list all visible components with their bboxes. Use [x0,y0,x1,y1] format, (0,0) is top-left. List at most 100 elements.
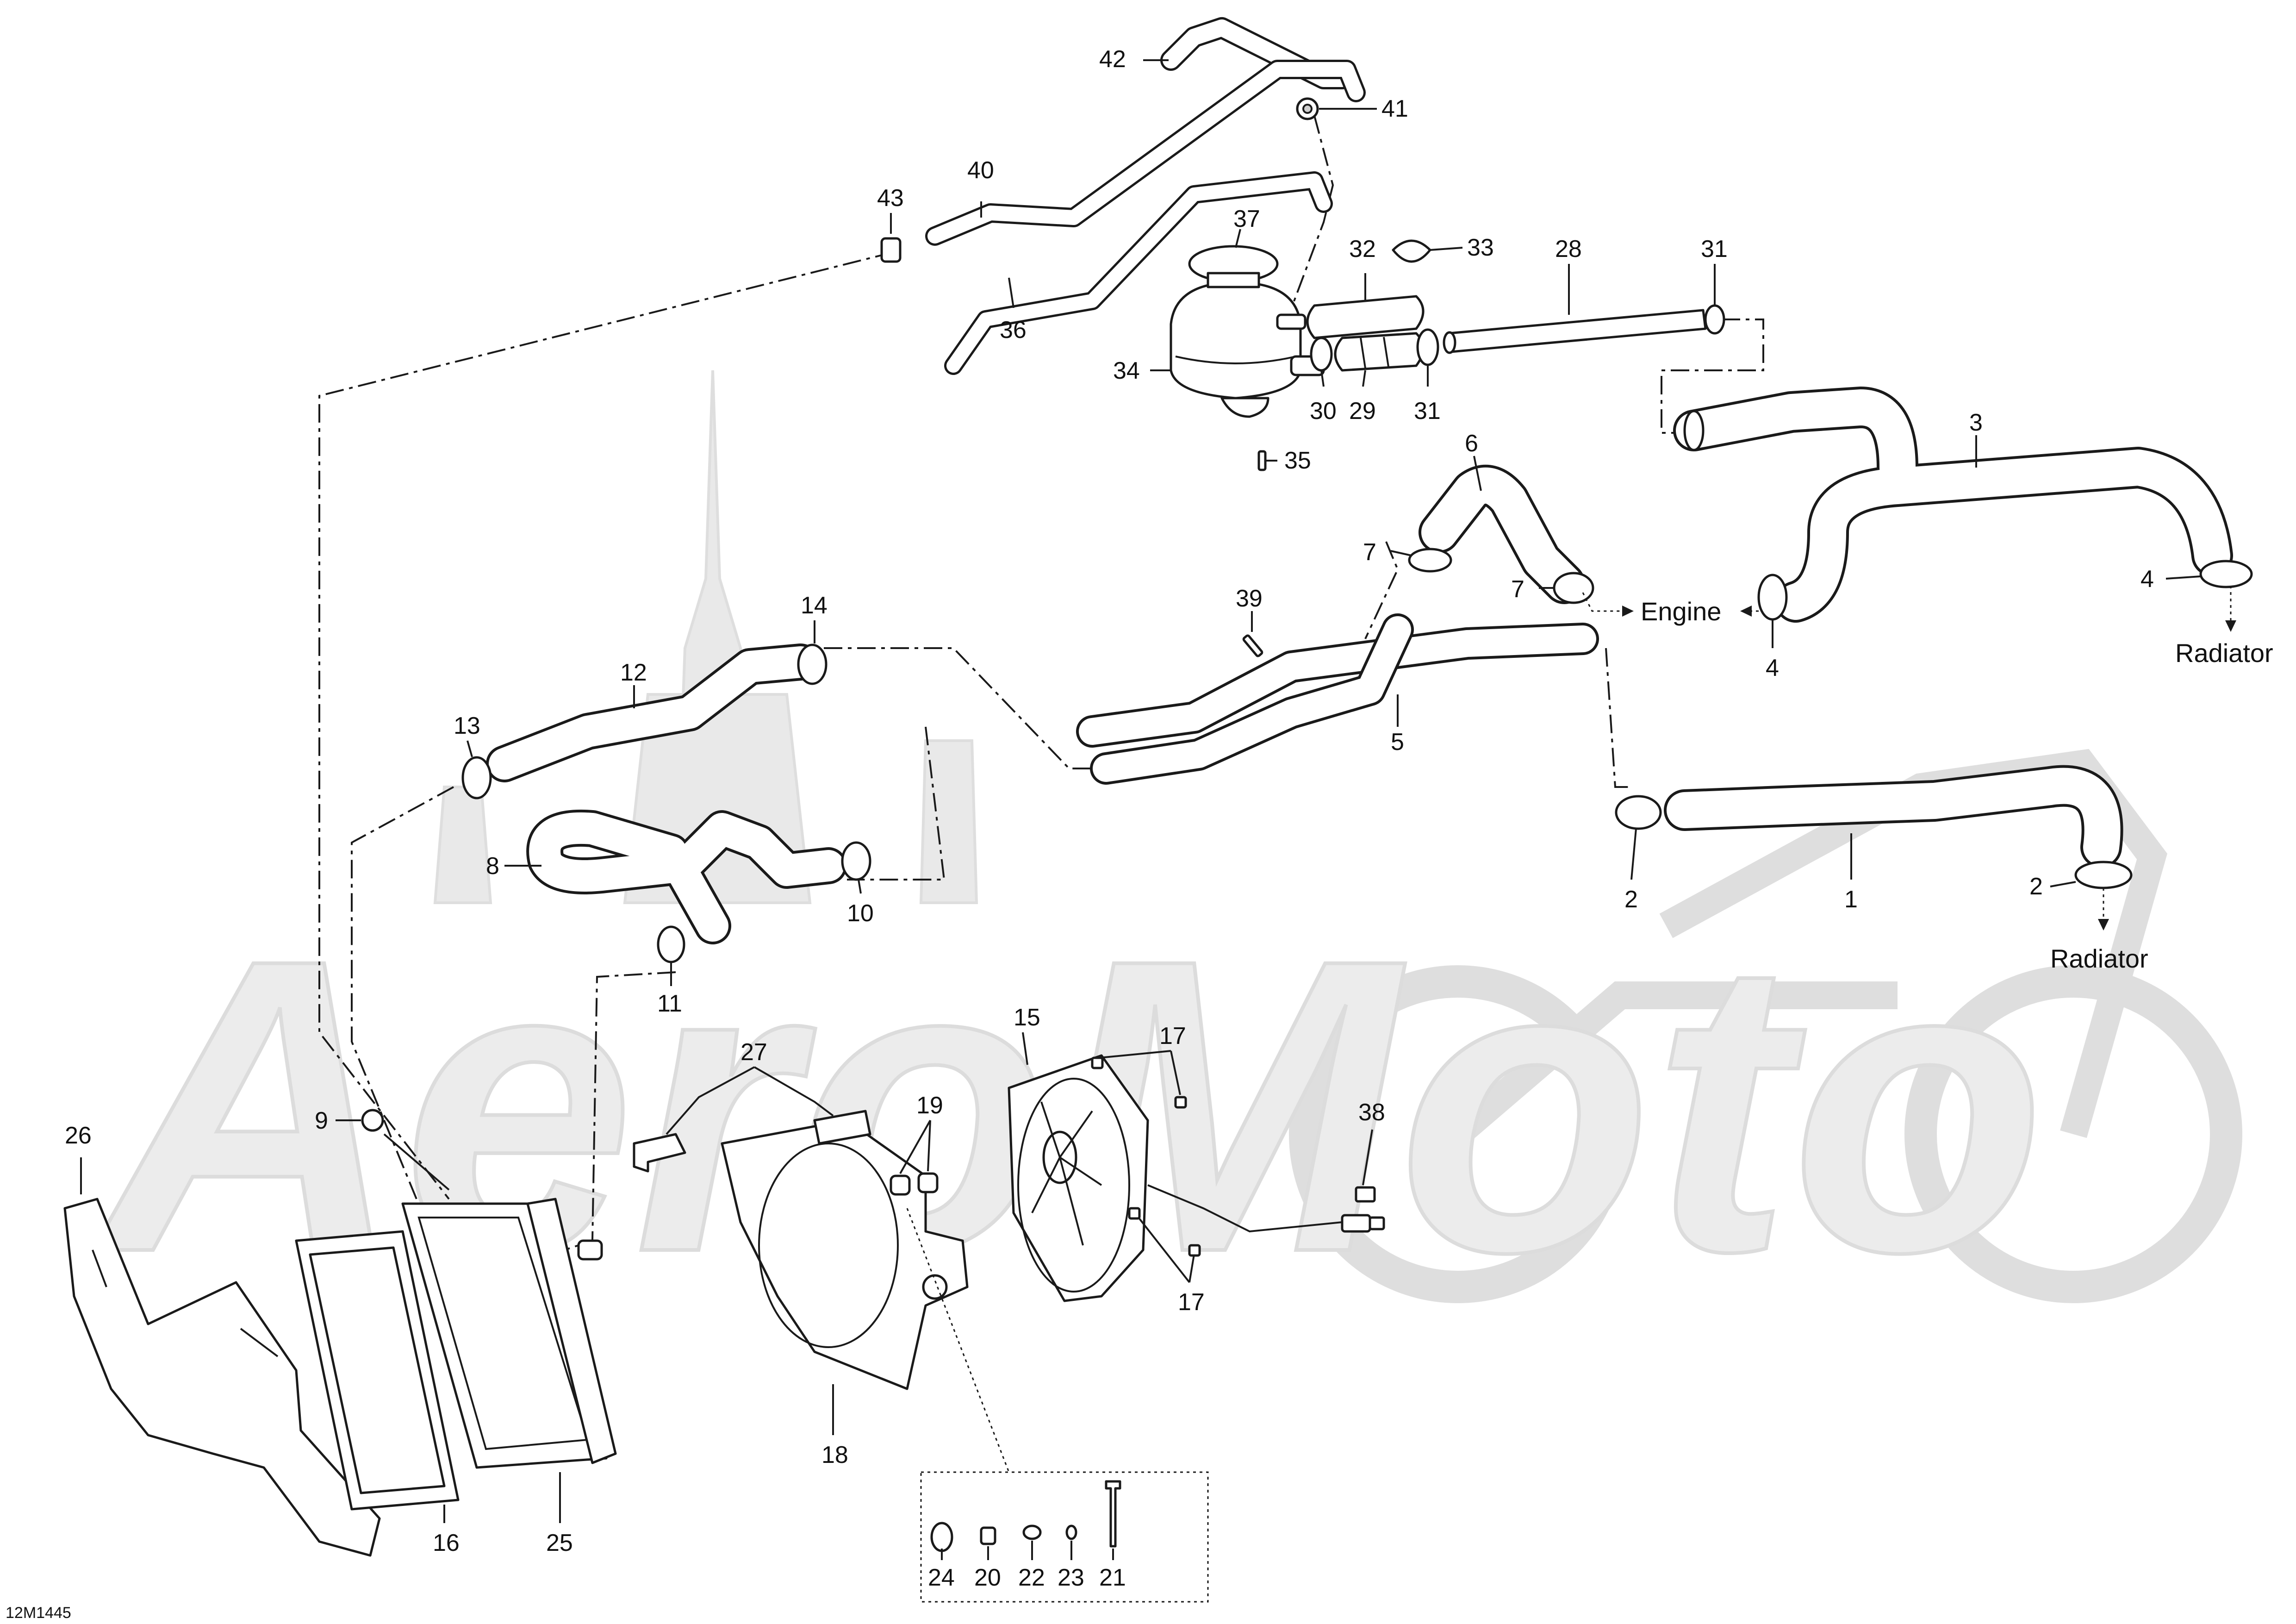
callout-25: 25 [546,1530,573,1556]
callout-29: 29 [1349,398,1376,425]
callout-4-center: 4 [1766,655,1779,681]
hose-40 [925,60,1366,246]
washer-22 [1022,1524,1042,1540]
callout-21: 21 [1099,1564,1126,1591]
hose-5 [1076,613,1599,785]
callout-8: 8 [486,853,499,880]
callout-18: 18 [821,1442,848,1468]
clamp-31-lower [1416,328,1439,366]
nut-17-lower-left [1128,1207,1141,1220]
fan-15 [1008,1054,1343,1302]
callout-16: 16 [433,1530,460,1556]
clamp-2-right [2074,861,2133,889]
callout-28: 28 [1555,236,1582,262]
callout-34: 34 [1113,357,1140,384]
callout-7-right: 7 [1511,576,1524,603]
clip-27-left [633,1133,686,1173]
callout-26: 26 [65,1122,92,1149]
callout-24: 24 [928,1564,955,1591]
callout-37: 37 [1233,206,1260,232]
callout-39: 39 [1236,585,1263,612]
radiator-label-lower: Radiator [2050,944,2148,973]
watermark-motorcycle [1289,749,2242,1303]
clip-27-right [813,1110,871,1145]
callout-5: 5 [1391,729,1404,756]
destination-labels: Engine Radiator Radiator [1641,597,2273,973]
bushing-19-right [917,1172,939,1193]
callout-17-upper: 17 [1159,1023,1186,1049]
clamp-7-right [1553,572,1594,604]
screw-39 [1242,634,1263,657]
hose-8 [526,809,847,944]
callout-leaders [80,59,2201,1560]
radiator-label-upper: Radiator [2175,638,2273,668]
clamp-2-left [1615,795,1662,830]
hardware-box [906,1208,1209,1603]
connector-38 [1341,1186,1385,1233]
clamp-4-right [2199,560,2253,588]
grommet-24 [930,1522,953,1552]
spacer-20 [980,1526,996,1545]
clamp-31-upper [1704,304,1725,335]
callouts: 42 41 40 43 37 36 32 33 28 31 34 30 29 3… [65,46,2154,1591]
figure-code: 12M1445 [6,1604,71,1622]
panel-26 [63,1198,381,1557]
callout-1: 1 [1844,886,1858,913]
clamp-10 [841,841,871,881]
callout-35: 35 [1284,447,1311,474]
callout-19: 19 [916,1092,943,1119]
callout-15: 15 [1014,1004,1040,1031]
clamp-33 [1392,239,1431,263]
hose-12 [486,643,819,782]
callout-30: 30 [1310,398,1337,425]
pipe-29 [1334,332,1425,372]
callout-10: 10 [847,900,874,927]
radiator-25 [401,1198,617,1469]
sleeve-32 [1306,295,1425,339]
callout-38: 38 [1358,1099,1385,1126]
expansion-tank-34 [1170,281,1325,418]
callout-40: 40 [967,157,994,184]
lockwasher-23 [1065,1524,1077,1540]
callout-3: 3 [1969,409,1983,436]
callout-42: 42 [1099,46,1126,73]
callout-31-lower: 31 [1414,398,1441,425]
callout-20: 20 [974,1564,1001,1591]
callout-9: 9 [315,1107,328,1134]
clamp-30 [1310,337,1333,372]
callout-27: 27 [740,1039,767,1066]
bolt-21 [1105,1480,1121,1548]
nut-17-upper-left [1091,1056,1104,1069]
callout-36: 36 [1000,317,1027,344]
callout-22: 22 [1018,1564,1045,1591]
callout-31-upper: 31 [1701,236,1728,262]
frame-16 [295,1230,460,1511]
callout-23: 23 [1058,1564,1084,1591]
clamp-7-left [1408,548,1452,573]
callout-6: 6 [1465,430,1478,457]
hose-6 [1419,464,1585,604]
callout-2-left: 2 [1624,886,1638,913]
hose-36 [944,171,1333,375]
callout-41: 41 [1381,95,1408,122]
callout-13: 13 [454,712,480,739]
flow-arrows [1582,586,2236,931]
engine-label-primary: Engine [1641,597,1721,626]
callout-33: 33 [1467,234,1494,261]
callout-32: 32 [1349,236,1376,262]
clip-9 [361,1109,384,1132]
clamp-4-center [1757,574,1788,621]
clamp-14 [797,643,828,685]
clamp-13 [461,756,492,800]
screw-35 [1257,450,1267,471]
callout-43: 43 [877,185,904,212]
nut-17-upper-right [1174,1096,1187,1109]
callout-14: 14 [801,592,828,619]
hose-3 [1673,387,2233,623]
tank-cap-37 [1188,245,1279,288]
callout-17-lower: 17 [1178,1289,1205,1316]
callout-4-right: 4 [2140,566,2154,593]
nut-17-lower-right [1188,1244,1201,1257]
tube-28 [1443,309,1707,354]
